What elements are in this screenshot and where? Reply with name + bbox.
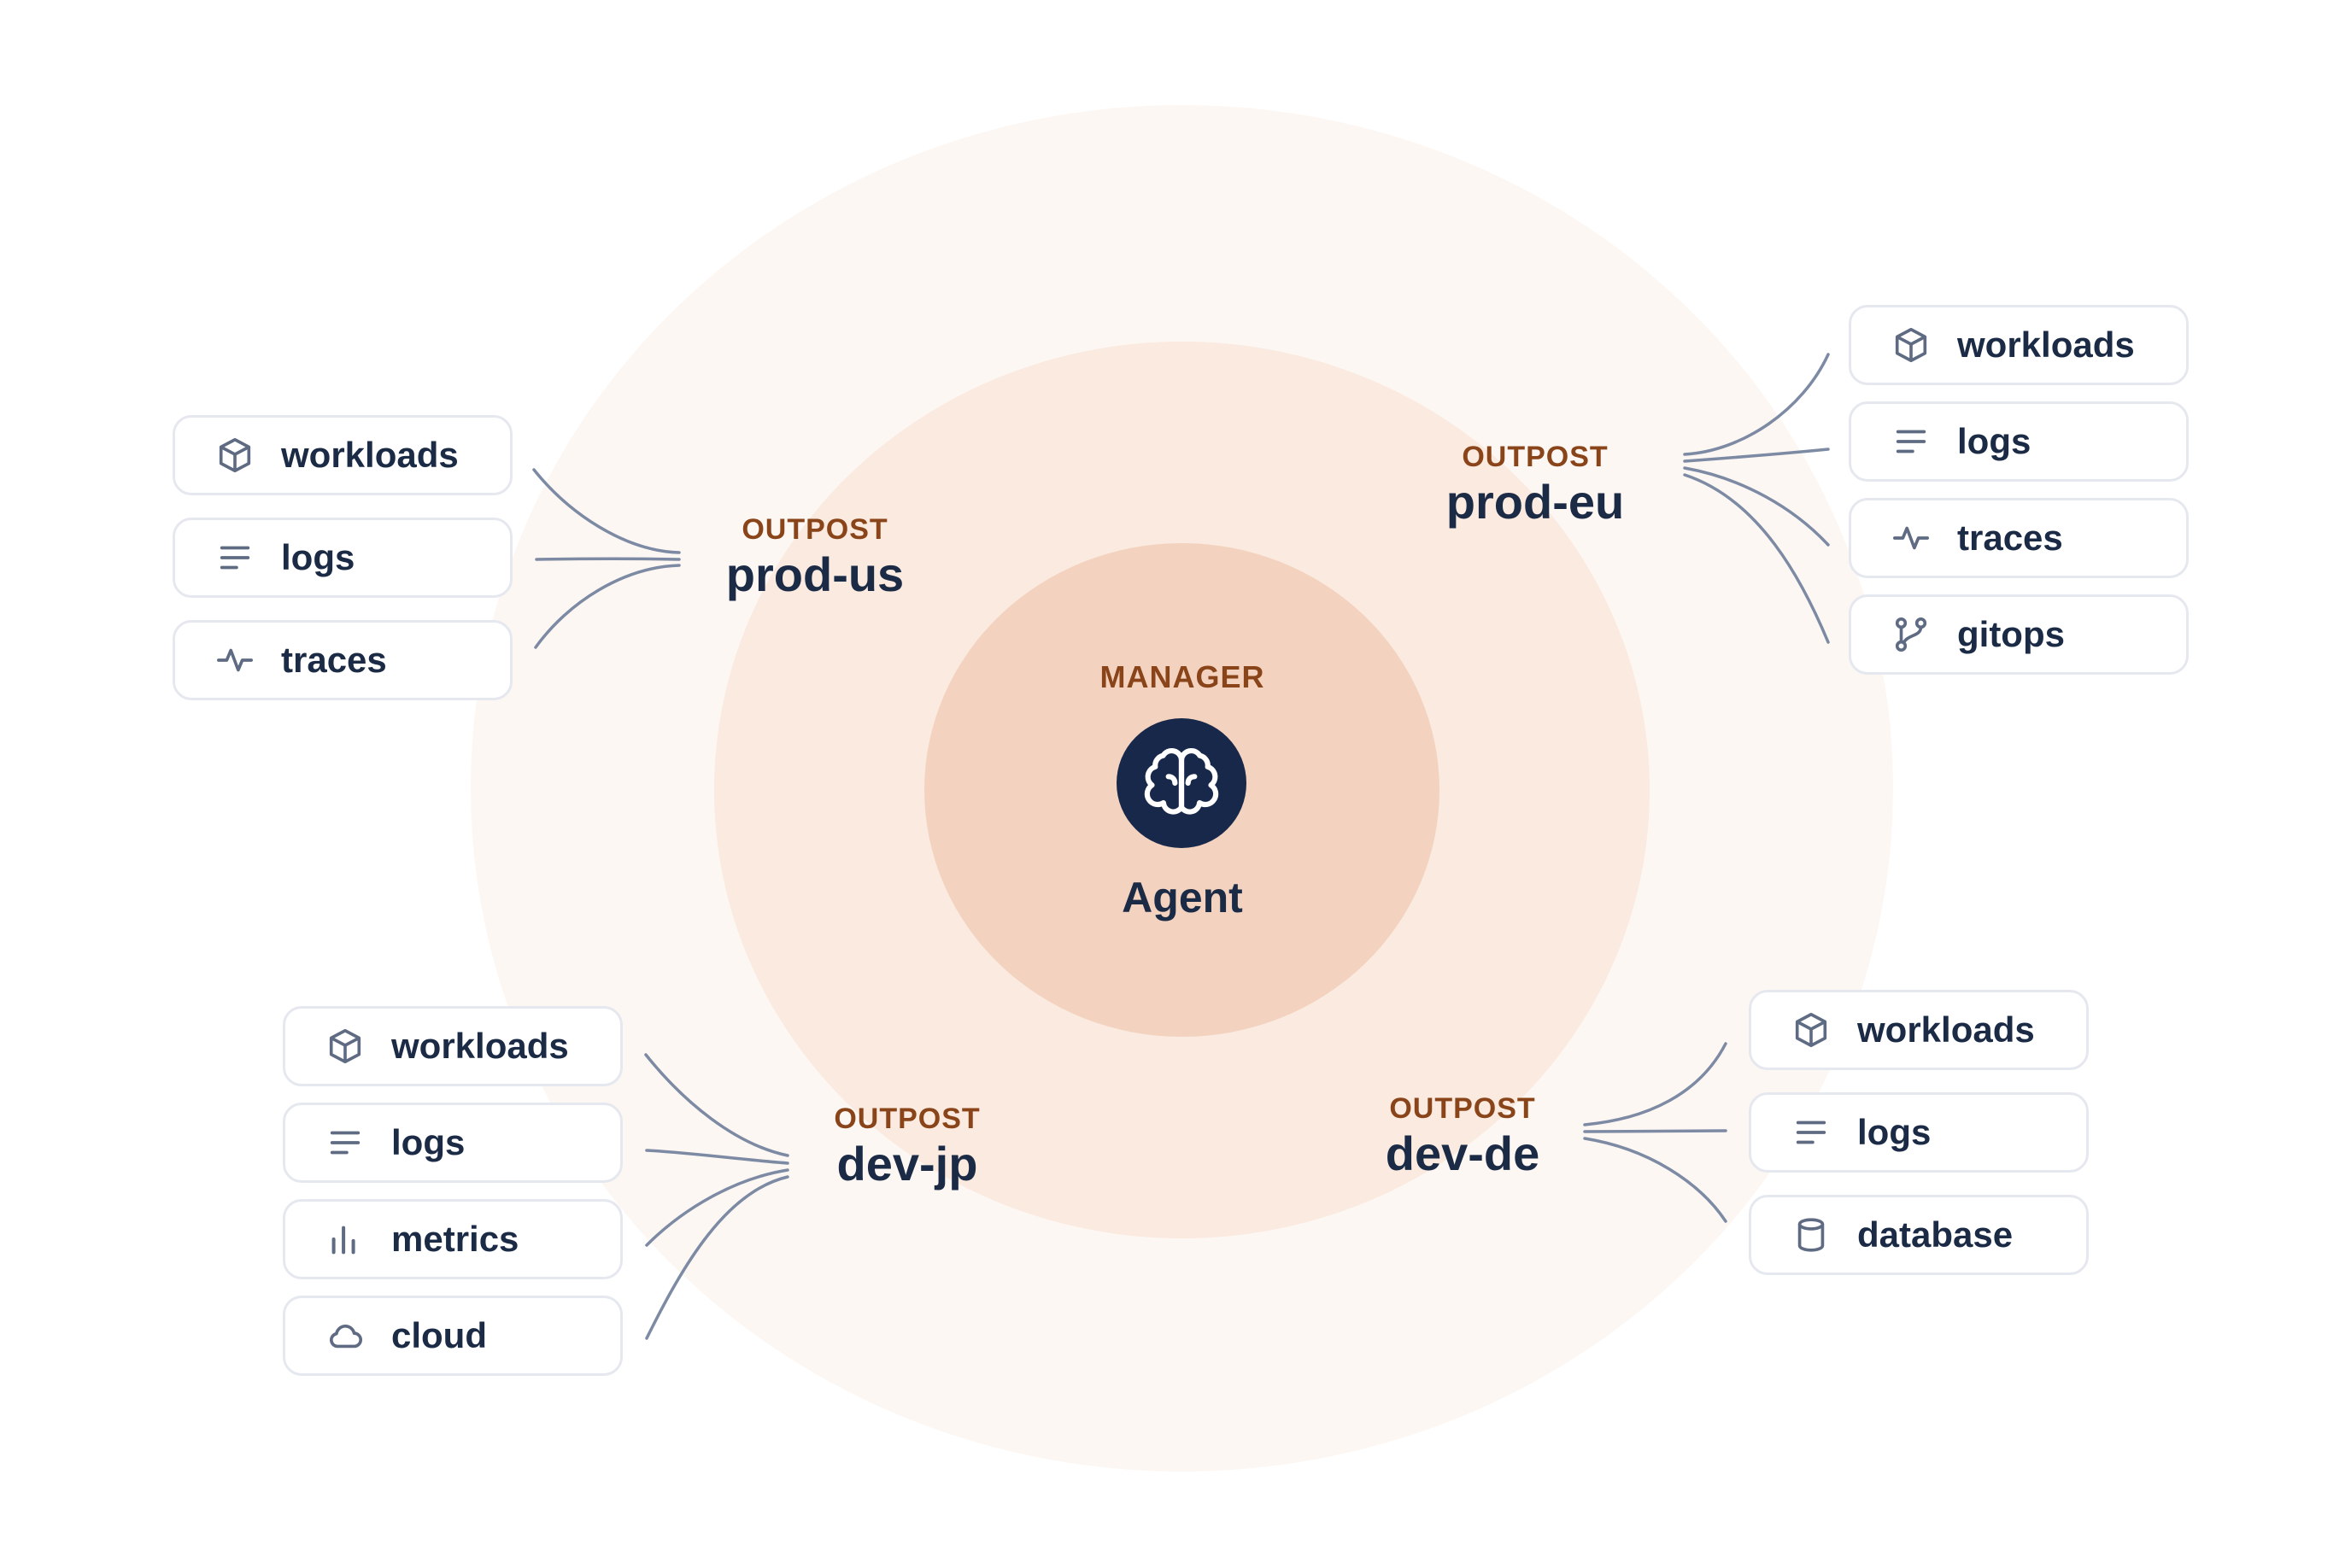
resource-label: cloud bbox=[391, 1315, 487, 1355]
resource-label: gitops bbox=[1957, 614, 2065, 654]
outpost-kicker: OUTPOST bbox=[1462, 441, 1609, 473]
resource-card-dev-de-logs[interactable]: logs bbox=[1749, 1092, 2089, 1173]
lines-icon bbox=[1891, 421, 1932, 462]
git-branch-icon bbox=[1891, 614, 1932, 655]
connector-prod-eu-logs bbox=[1683, 448, 1830, 463]
resource-card-dev-jp-logs[interactable]: logs bbox=[283, 1103, 623, 1183]
resource-card-dev-jp-metrics[interactable]: metrics bbox=[283, 1199, 623, 1279]
outpost-name: prod-eu bbox=[1445, 475, 1625, 529]
database-icon bbox=[1791, 1214, 1832, 1255]
connector-dev-de-database bbox=[1583, 1137, 1727, 1223]
cube-icon bbox=[214, 435, 255, 476]
agent-badge[interactable] bbox=[1117, 718, 1246, 848]
bar-chart-icon bbox=[325, 1219, 366, 1260]
connector-dev-jp-metrics bbox=[645, 1168, 789, 1247]
connector-dev-jp-workloads bbox=[644, 1053, 789, 1157]
resource-label: logs bbox=[1957, 421, 2031, 461]
resource-label: traces bbox=[1957, 518, 2063, 558]
resource-card-dev-jp-cloud[interactable]: cloud bbox=[283, 1296, 623, 1376]
pulse-icon bbox=[214, 640, 255, 681]
cloud-icon bbox=[325, 1315, 366, 1356]
manager-caption: MANAGER bbox=[1099, 659, 1265, 694]
connector-dev-de-logs bbox=[1583, 1129, 1727, 1133]
outpost-name: prod-us bbox=[725, 547, 905, 601]
resource-card-prod-us-logs[interactable]: logs bbox=[173, 518, 513, 598]
outpost-dev-jp[interactable]: OUTPOST dev-jp bbox=[753, 1102, 1061, 1192]
cube-icon bbox=[1891, 325, 1932, 366]
resource-card-dev-de-workloads[interactable]: workloads bbox=[1749, 990, 2089, 1070]
outpost-prod-eu[interactable]: OUTPOST prod-eu bbox=[1381, 440, 1689, 530]
resource-card-prod-us-traces[interactable]: traces bbox=[173, 620, 513, 700]
resource-label: database bbox=[1857, 1214, 2014, 1255]
connector-dev-jp-cloud bbox=[645, 1175, 789, 1340]
resource-card-dev-jp-workloads[interactable]: workloads bbox=[283, 1006, 623, 1086]
outpost-kicker: OUTPOST bbox=[834, 1103, 981, 1135]
connector-prod-us-traces bbox=[534, 564, 681, 649]
connector-dev-jp-logs bbox=[645, 1149, 789, 1165]
lines-icon bbox=[325, 1122, 366, 1163]
resource-card-prod-eu-workloads[interactable]: workloads bbox=[1849, 305, 2189, 385]
resource-card-prod-us-workloads[interactable]: workloads bbox=[173, 415, 513, 495]
resource-label: metrics bbox=[391, 1219, 519, 1259]
resource-label: workloads bbox=[281, 435, 459, 475]
brain-icon bbox=[1144, 748, 1219, 815]
lines-icon bbox=[214, 537, 255, 578]
cube-icon bbox=[325, 1026, 366, 1067]
cube-icon bbox=[1791, 1009, 1832, 1050]
outpost-name: dev-jp bbox=[836, 1137, 978, 1191]
resource-card-prod-eu-logs[interactable]: logs bbox=[1849, 401, 2189, 482]
agent-name: Agent bbox=[1122, 874, 1243, 921]
connector-prod-eu-traces bbox=[1683, 466, 1830, 547]
connector-dev-de-workloads bbox=[1583, 1042, 1727, 1126]
resource-label: workloads bbox=[391, 1026, 569, 1066]
connector-prod-us-workloads bbox=[532, 468, 681, 554]
resource-label: logs bbox=[1857, 1112, 1932, 1152]
resource-label: logs bbox=[391, 1122, 466, 1162]
resource-label: logs bbox=[281, 537, 355, 577]
outpost-kicker: OUTPOST bbox=[742, 513, 888, 546]
resource-card-dev-de-database[interactable]: database bbox=[1749, 1195, 2089, 1275]
connector-prod-eu-workloads bbox=[1683, 353, 1830, 456]
outpost-prod-us[interactable]: OUTPOST prod-us bbox=[661, 512, 969, 603]
pulse-icon bbox=[1891, 518, 1932, 559]
connector-prod-eu-gitops bbox=[1683, 473, 1830, 644]
resource-label: workloads bbox=[1857, 1009, 2035, 1050]
resource-card-prod-eu-gitops[interactable]: gitops bbox=[1849, 594, 2189, 675]
outpost-kicker: OUTPOST bbox=[1389, 1092, 1536, 1125]
resource-card-prod-eu-traces[interactable]: traces bbox=[1849, 498, 2189, 578]
resource-label: traces bbox=[281, 640, 387, 680]
resource-label: workloads bbox=[1957, 325, 2135, 365]
outpost-name: dev-de bbox=[1385, 1126, 1540, 1180]
outpost-dev-de[interactable]: OUTPOST dev-de bbox=[1309, 1091, 1616, 1182]
lines-icon bbox=[1791, 1112, 1832, 1153]
